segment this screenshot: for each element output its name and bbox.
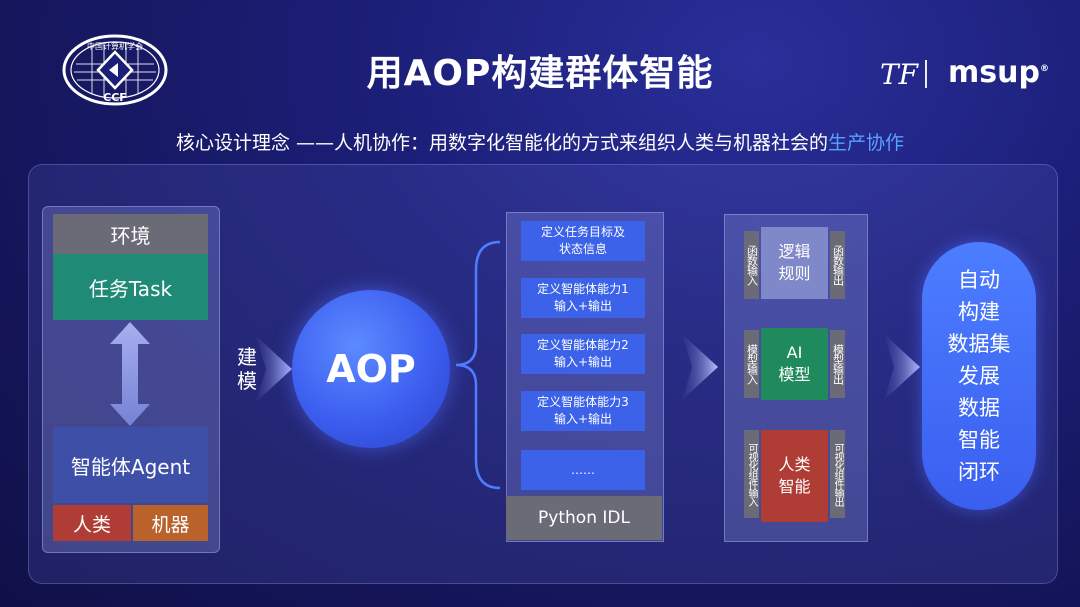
model-core-line: 人类	[778, 455, 811, 474]
model-input-tag: 可视化组件输入	[744, 430, 759, 518]
model-core-rules: 逻辑规则	[761, 227, 828, 299]
model-core-line: 逻辑	[778, 242, 811, 261]
msup-registered-mark: ®	[1039, 64, 1049, 74]
result-line: 构建	[958, 300, 1000, 324]
idl-item: 定义智能体能力3 输入+输出	[521, 391, 645, 431]
idl-container	[506, 212, 664, 542]
model-output-tag: 模型输出	[830, 330, 845, 398]
idl-item: 定义智能体能力1 输入+输出	[521, 278, 645, 318]
result-line: 闭环	[958, 460, 1000, 484]
logo-divider	[925, 60, 927, 88]
idl-item-line: 定义任务目标及	[540, 225, 625, 239]
idl-item: 定义任务目标及状态信息	[521, 221, 645, 261]
double-arrow-icon	[110, 322, 150, 426]
idl-item-line: 输入+输出	[553, 355, 613, 369]
build-label: 建 模	[236, 345, 258, 393]
result-line: 自动	[958, 268, 1000, 292]
msup-logo-text: msup	[948, 55, 1040, 90]
ccf-logo: 中国计算机学会 CCF	[62, 34, 168, 106]
idl-item-line: 输入+输出	[553, 299, 613, 313]
model-output-tag: 函数输出	[830, 231, 845, 299]
idl-item-line: 定义智能体能力1	[537, 282, 629, 296]
result-line: 数据	[958, 396, 1000, 420]
aop-circle: AOP	[292, 290, 450, 448]
idl-item-line: 状态信息	[558, 242, 607, 256]
model-input-tag: 函数输入	[744, 231, 759, 299]
idl-item: ……	[521, 450, 645, 490]
subtitle-text: 核心设计理念 ——人机协作：用数字化智能化的方式来组织人类与机器社会的	[175, 132, 829, 154]
idl-footer: Python IDL	[506, 496, 662, 540]
result-line: 智能	[958, 428, 1000, 452]
model-input-tag: 模型输入	[744, 330, 759, 398]
arrow-right-icon	[884, 334, 920, 400]
model-output-tag: 可视化组件输出	[830, 430, 845, 518]
environment-header: 环境	[53, 214, 208, 254]
ccf-logo-abbr: CCF	[103, 91, 127, 104]
model-core-line: 智能	[778, 477, 811, 496]
idl-item-line: 定义智能体能力3	[537, 395, 629, 409]
agent-box: 智能体Agent	[53, 427, 208, 503]
brace-icon	[455, 240, 501, 490]
page-title: 用AOP构建群体智能	[366, 53, 714, 94]
idl-item-line: ……	[571, 462, 595, 477]
idl-item: 定义智能体能力2 输入+输出	[521, 334, 645, 374]
human-box: 人类	[53, 505, 131, 541]
result-line: 数据集	[947, 332, 1011, 356]
ccf-logo-text: 中国计算机学会	[87, 41, 143, 51]
model-core-line: 模型	[778, 365, 811, 384]
idl-item-line: 输入+输出	[553, 412, 613, 426]
model-core-line: AI	[786, 343, 803, 362]
subtitle: 核心设计理念 ——人机协作：用数字化智能化的方式来组织人类与机器社会的生产协作	[0, 128, 1080, 155]
task-box: 任务Task	[53, 254, 208, 320]
arrow-right-icon	[682, 334, 718, 400]
result-pill: 自动 构建 数据集 发展 数据 智能 闭环	[922, 242, 1036, 510]
model-core-line: 规则	[778, 264, 811, 283]
machine-box: 机器	[133, 505, 208, 541]
arrow-right-icon	[256, 336, 292, 402]
subtitle-highlight: 生产协作	[828, 132, 905, 154]
result-line: 发展	[958, 364, 1000, 388]
build-label-char: 模	[237, 369, 257, 393]
tf-logo: TF	[880, 58, 919, 91]
model-core-human: 人类智能	[761, 430, 828, 522]
msup-logo: msup®	[948, 55, 1049, 90]
idl-item-line: 定义智能体能力2	[537, 338, 629, 352]
build-label-char: 建	[237, 345, 257, 369]
model-core-ai: AI 模型	[761, 328, 828, 400]
